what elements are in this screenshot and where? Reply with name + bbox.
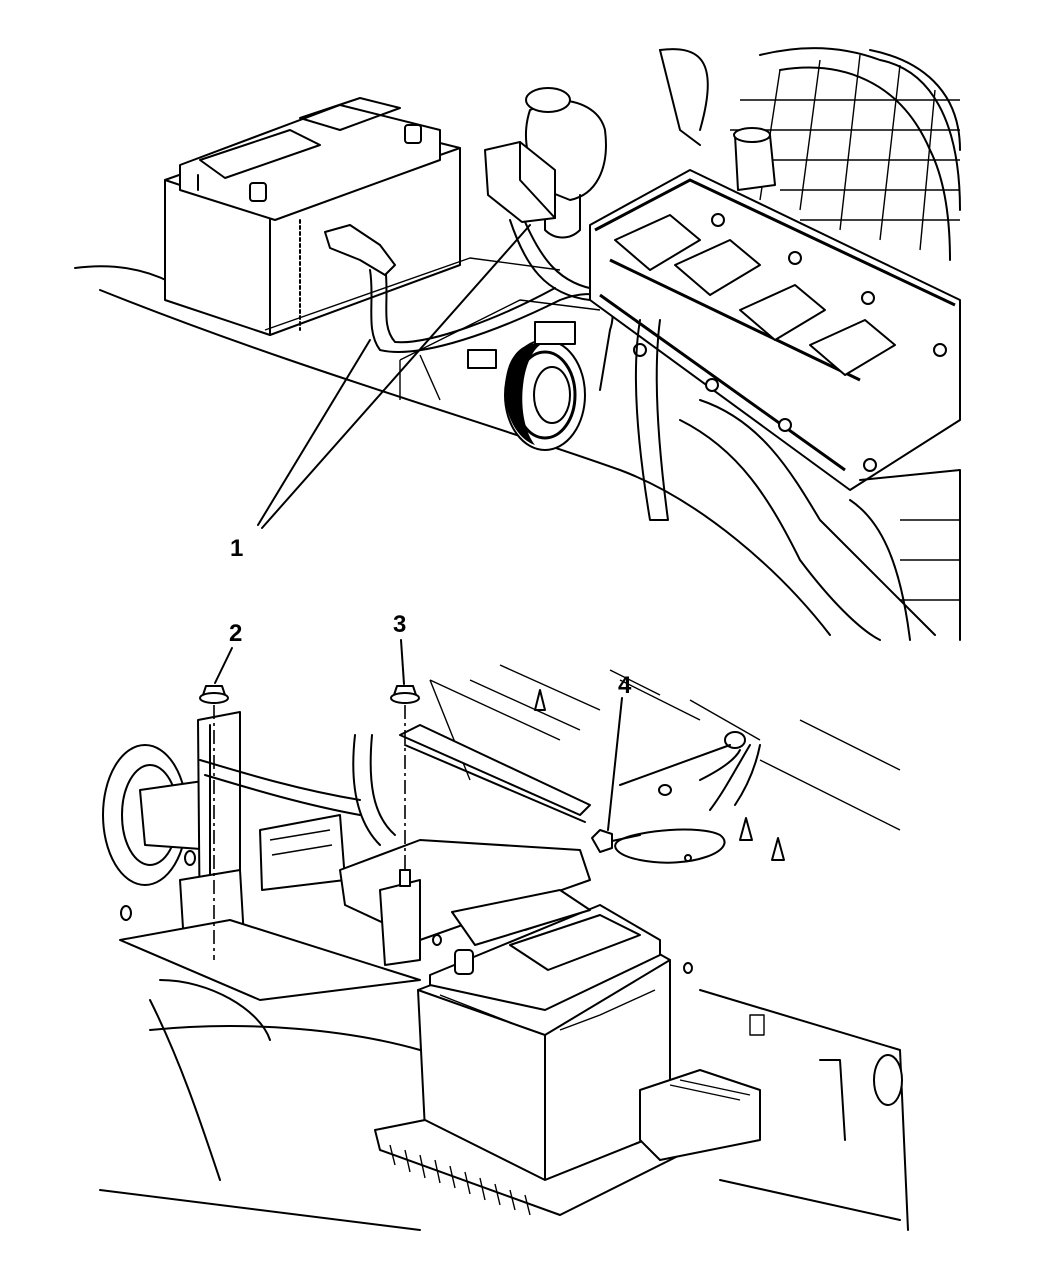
battery-top: [164, 97, 461, 336]
fuse-box: [259, 814, 346, 891]
callout-1-leader: [261, 224, 531, 529]
part-3-nut: [390, 685, 420, 887]
battery-terminal-positive: [404, 124, 422, 144]
intake-manifold: [659, 47, 961, 261]
reservoir-cap: [525, 87, 571, 113]
battery: [417, 889, 671, 1181]
callout-2-leader: [214, 647, 233, 684]
battery-post: [454, 949, 474, 975]
ignition-coil: [809, 319, 896, 376]
cable-loop: [614, 828, 726, 864]
callout-1: 1: [230, 535, 243, 562]
battery-tray-view: [99, 639, 909, 1231]
callout-4: 4: [618, 672, 632, 699]
hold-down-bar: [399, 724, 591, 816]
ignition-coil: [614, 214, 701, 271]
distribution-block: [639, 1069, 761, 1161]
callout-3: 3: [393, 611, 406, 638]
part-2-nut: [199, 685, 229, 960]
ignition-coil: [739, 284, 826, 341]
strut-mount: [102, 744, 216, 886]
ac-compressor: [504, 339, 586, 451]
callout-1-leader: [257, 339, 371, 526]
harness-connector-2: [467, 349, 497, 369]
callout-2: 2: [229, 620, 242, 647]
harness-connector: [534, 321, 576, 345]
callout-4-leader: [607, 697, 623, 831]
ignition-coil: [674, 239, 761, 296]
cowl-edge: [99, 289, 831, 636]
fender-edge: [74, 265, 171, 283]
battery-terminal-negative: [249, 182, 267, 202]
engine-compartment-view: [74, 47, 961, 641]
part-4-bolt: [591, 829, 641, 853]
callout-3-leader: [400, 639, 405, 685]
valve-cover-coils: [589, 169, 961, 491]
